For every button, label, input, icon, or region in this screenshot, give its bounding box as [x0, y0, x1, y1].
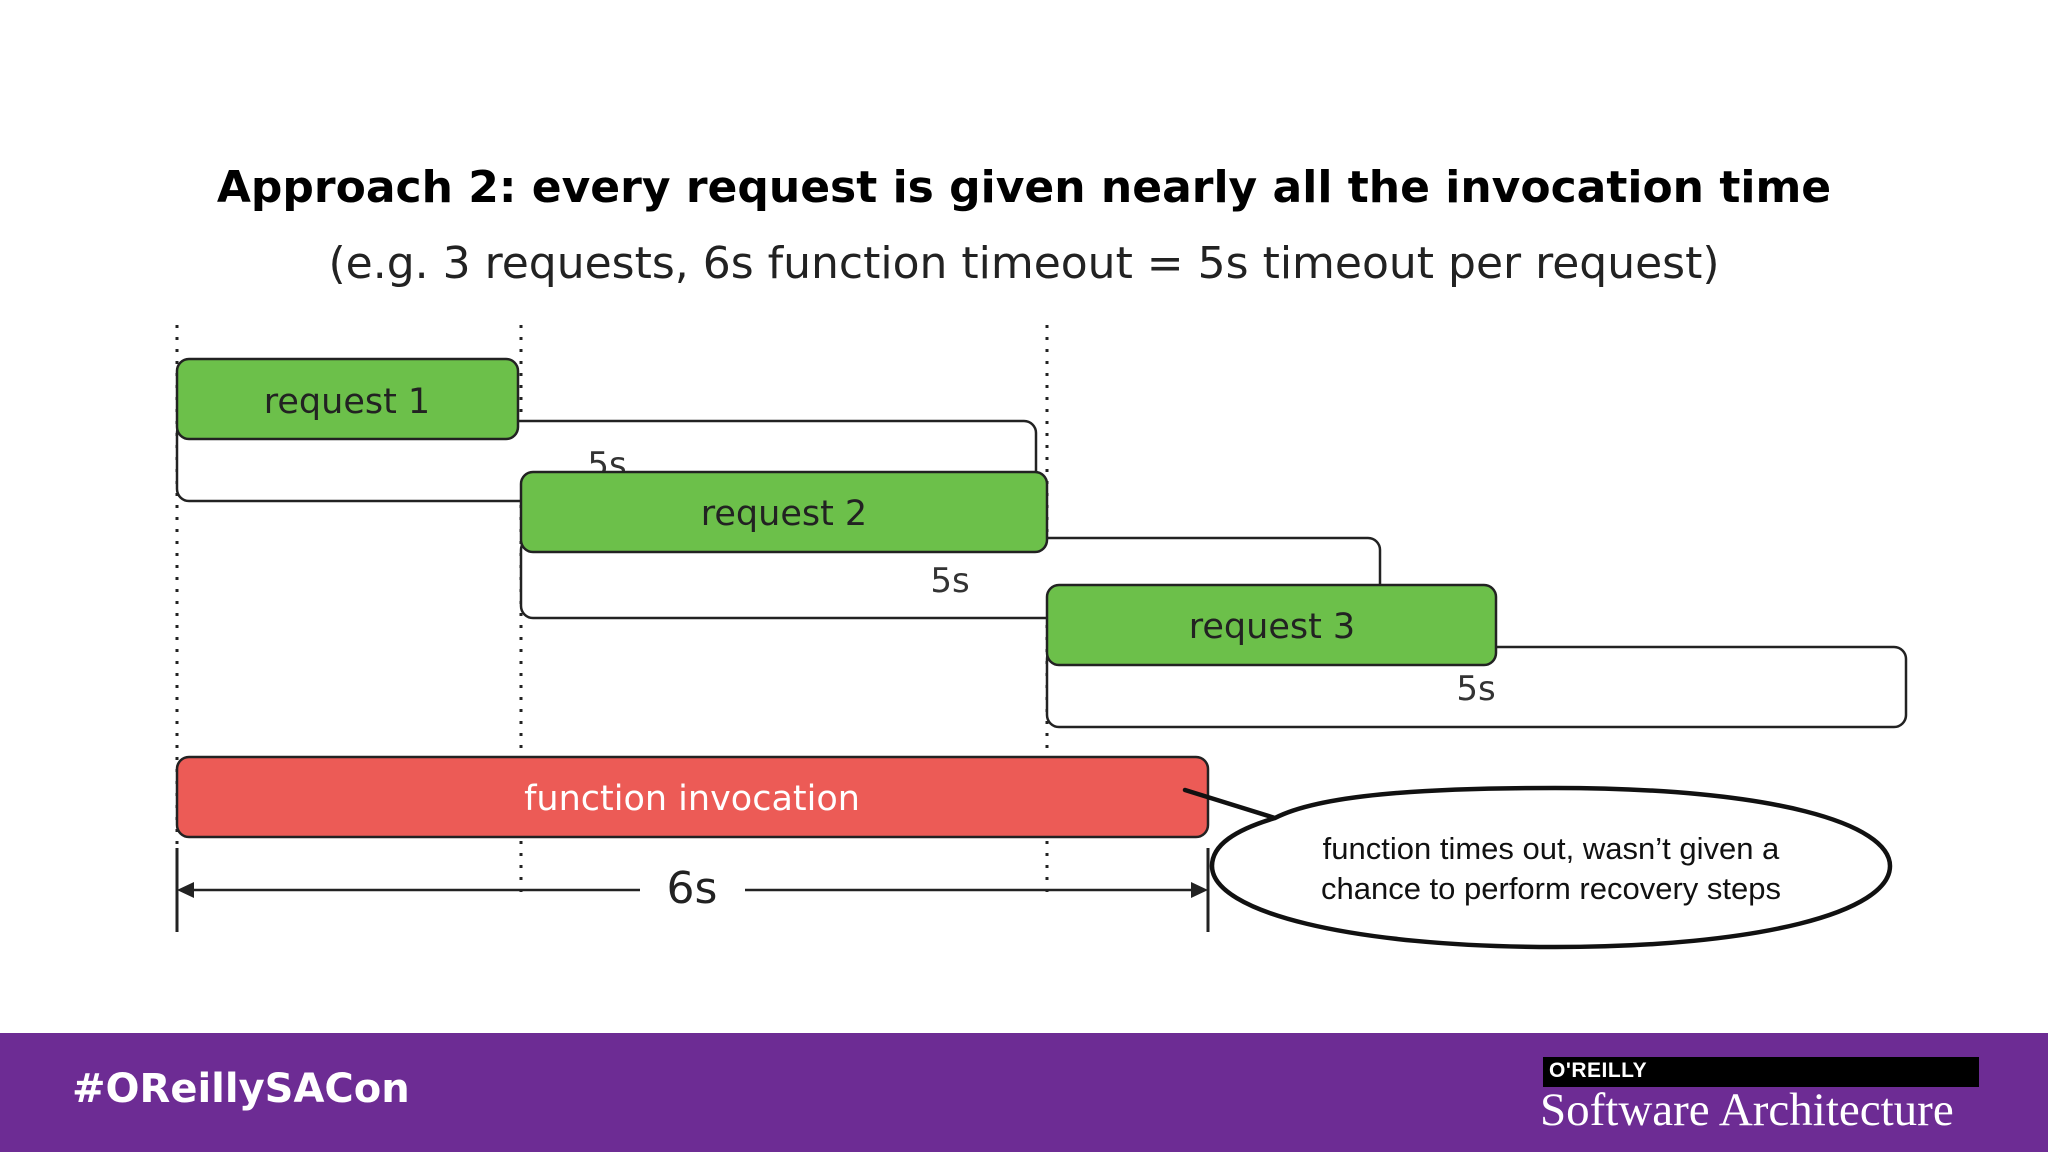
callout-line-1: function times out, wasn’t given a — [1323, 831, 1780, 866]
invocation-label: function invocation — [524, 779, 860, 819]
duration-arrow-right — [1191, 882, 1208, 898]
timeout-label-3: 5s — [1456, 669, 1495, 709]
request-bar-3 — [1045, 583, 1498, 667]
slide: Approach 2: every request is given nearl… — [175, 162, 1908, 950]
brand-logo: O'REILLY — [1549, 1059, 1648, 1082]
slide-subtitle: (e.g. 3 requests, 6s function timeout = … — [328, 238, 1720, 289]
duration-arrow-left — [177, 882, 194, 898]
brand-name: Software Architecture — [1540, 1084, 1954, 1136]
request-label-1: request 1 — [264, 382, 430, 422]
slide-title: Approach 2: every request is given nearl… — [216, 162, 1832, 213]
timeline-diagram: 5s 5s 5s request 1 request 2 request 3 f… — [175, 325, 1908, 950]
request-bar-2 — [519, 470, 1049, 554]
duration-label: 6s — [667, 863, 718, 914]
callout-bubble — [1182, 785, 1893, 950]
footer-bar — [0, 1033, 2048, 1152]
hashtag: #OReillySACon — [72, 1066, 410, 1112]
request-bar-1 — [175, 357, 520, 441]
request-label-2: request 2 — [701, 494, 867, 534]
request-label-3: request 3 — [1189, 607, 1355, 647]
callout-line-2: chance to perform recovery steps — [1321, 871, 1781, 906]
brand-logo-box — [1543, 1057, 1979, 1087]
timeout-label-2: 5s — [930, 561, 969, 601]
